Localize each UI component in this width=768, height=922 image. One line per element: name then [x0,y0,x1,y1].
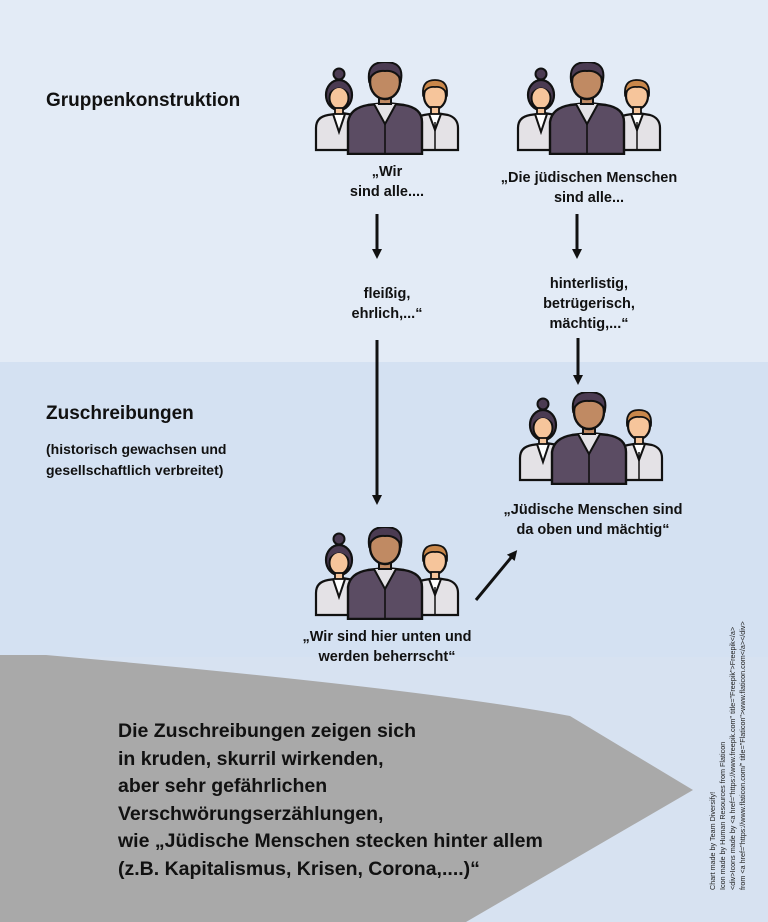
credits: Chart made by Team Diversify! Icon made … [708,560,748,890]
conclusion-line: in kruden, skurril wirkenden, [118,747,384,770]
caption-line: sind alle.... [349,184,425,200]
conclusion-line: Die Zuschreibungen zeigen sich [118,720,416,742]
caption-line: „Wir sind hier unten und [302,629,472,645]
unten-caption: „Wir sind hier unten und werden beherrsc… [276,627,498,667]
arrow-up-right-icon [474,550,518,601]
caption-line: hinterlistig, [549,276,629,292]
conclusion-line: wie „Jüdische Menschen stecken hinter al… [118,830,543,852]
caption-line: betrügerisch, [543,296,635,312]
caption-line: „Wir [371,164,403,180]
caption-line: ehrlich,...“ [351,306,423,322]
banner-shape [0,655,693,922]
conclusion-line: aber sehr gefährlichen [118,775,328,797]
oben-caption: „Jüdische Menschen sind da oben und mäch… [488,500,698,540]
caption-line: „Jüdische Menschen sind [503,502,683,518]
caption-line: da oben und mächtig“ [516,522,670,538]
wir-traits: fleißig, ehrlich,...“ [312,284,462,324]
credit-line: Chart made by Team Diversify! [708,791,717,890]
credit-line: <div>Icons made by <a href="https://www.… [728,626,737,890]
wir-caption: „Wir sind alle.... [312,162,462,202]
credit-line: Icon made by Human Resources from Flatic… [718,741,727,890]
caption-line: werden beherrscht“ [318,649,456,665]
credit-line: from <a href="https://www.flaticon.com/"… [738,621,747,890]
construction-band [0,0,768,362]
attribution-note-line: gesellschaftlich verbreitet) [46,462,224,478]
juedische-caption: „Die jüdischen Menschen sind alle... [474,168,704,208]
caption-line: sind alle... [553,190,625,206]
juedische-traits: hinterlistig, betrügerisch, mächtig,...“ [514,274,664,334]
conclusion-text: Die Zuschreibungen zeigen sich in kruden… [118,718,543,883]
attribution-note-line: (historisch gewachsen und [46,441,227,457]
caption-line: fleißig, [363,286,411,302]
conclusion-line: (z.B. Kapitalismus, Krisen, Corona,....)… [118,857,480,880]
construction-heading: Gruppenkonstruktion [46,90,241,111]
conclusion-line: Verschwörungserzählungen, [118,802,384,825]
attribution-heading: Zuschreibungen [46,403,194,424]
caption-line: „Die jüdischen Menschen [500,170,678,186]
caption-line: mächtig,...“ [549,316,629,332]
attribution-note: (historisch gewachsen und gesellschaftli… [46,439,226,481]
